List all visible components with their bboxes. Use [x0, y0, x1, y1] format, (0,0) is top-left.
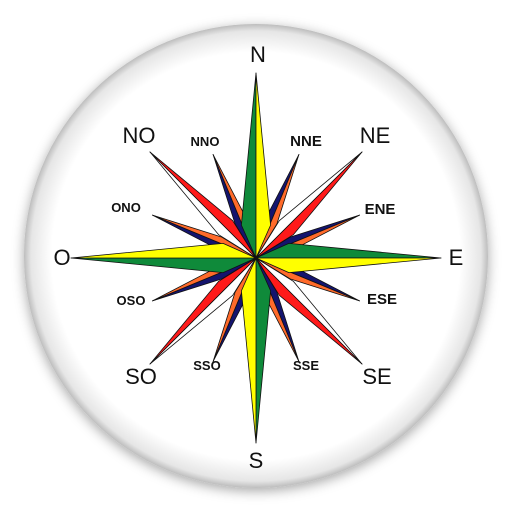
label-northwest: NO: [123, 123, 156, 148]
point-n-right-half: [255, 72, 272, 259]
label-southeast: SE: [362, 364, 391, 389]
point-no-right-half: [149, 151, 257, 259]
point-so-right-half: [149, 257, 257, 365]
label-north: N: [250, 42, 266, 67]
point-s-right-half: [240, 257, 257, 444]
label-southwest: SO: [125, 364, 157, 389]
point-ne-right-half: [255, 151, 363, 259]
label-ene: ENE: [365, 201, 396, 218]
label-sso: SSO: [193, 358, 220, 373]
compass-rose: [70, 72, 442, 444]
label-northeast: NE: [360, 123, 391, 148]
label-ese: ESE: [367, 291, 397, 308]
point-o-right-half: [70, 242, 257, 259]
label-nno: NNO: [191, 134, 220, 149]
point-e-right-half: [255, 257, 442, 274]
label-nne: NNE: [290, 133, 322, 150]
label-ono: ONO: [111, 200, 141, 215]
label-sse: SSE: [293, 358, 319, 373]
point-se-right-half: [255, 257, 363, 365]
label-west: O: [53, 245, 70, 270]
label-east: E: [449, 245, 464, 270]
label-oso: OSO: [117, 293, 146, 308]
label-south: S: [249, 448, 264, 473]
